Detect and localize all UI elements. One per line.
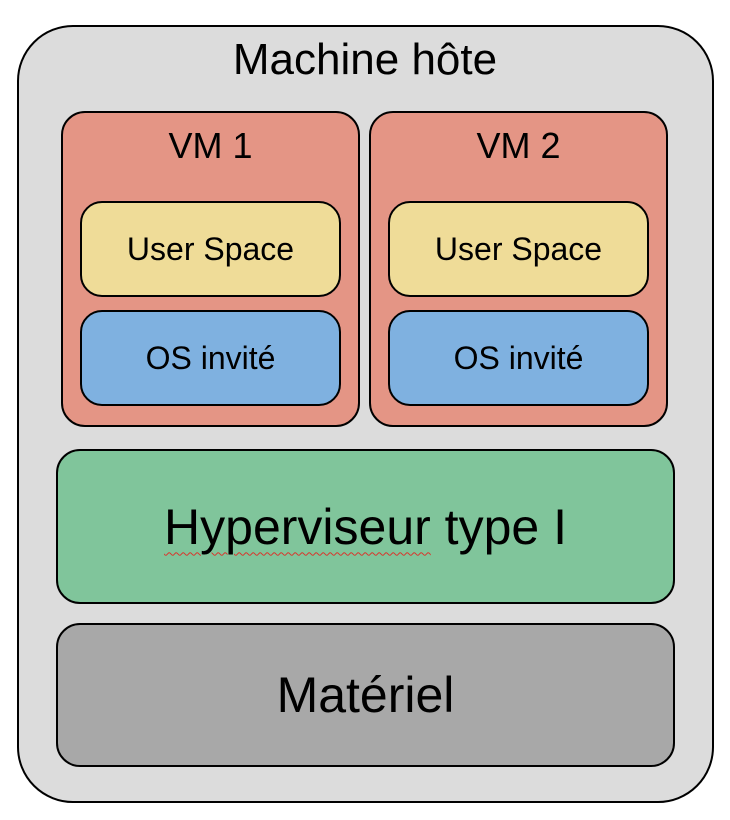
vm2-guest-os: OS invité — [388, 310, 649, 406]
vm1-user-space: User Space — [80, 201, 341, 297]
hardware-box: Matériel — [56, 623, 675, 767]
hypervisor-word: Hyperviseur — [164, 498, 431, 555]
vm2-user-space: User Space — [388, 201, 649, 297]
vm2-label: VM 2 — [476, 125, 561, 166]
hypervisor-label: Hyperviseur type I — [164, 498, 567, 556]
host-machine-label: Machine hôte — [232, 35, 498, 84]
vm1-guest-os: OS invité — [80, 310, 341, 406]
hypervisor-type: type I — [430, 498, 567, 555]
vm1-label: VM 1 — [168, 125, 253, 166]
hypervisor-box: Hyperviseur type I — [56, 449, 675, 604]
